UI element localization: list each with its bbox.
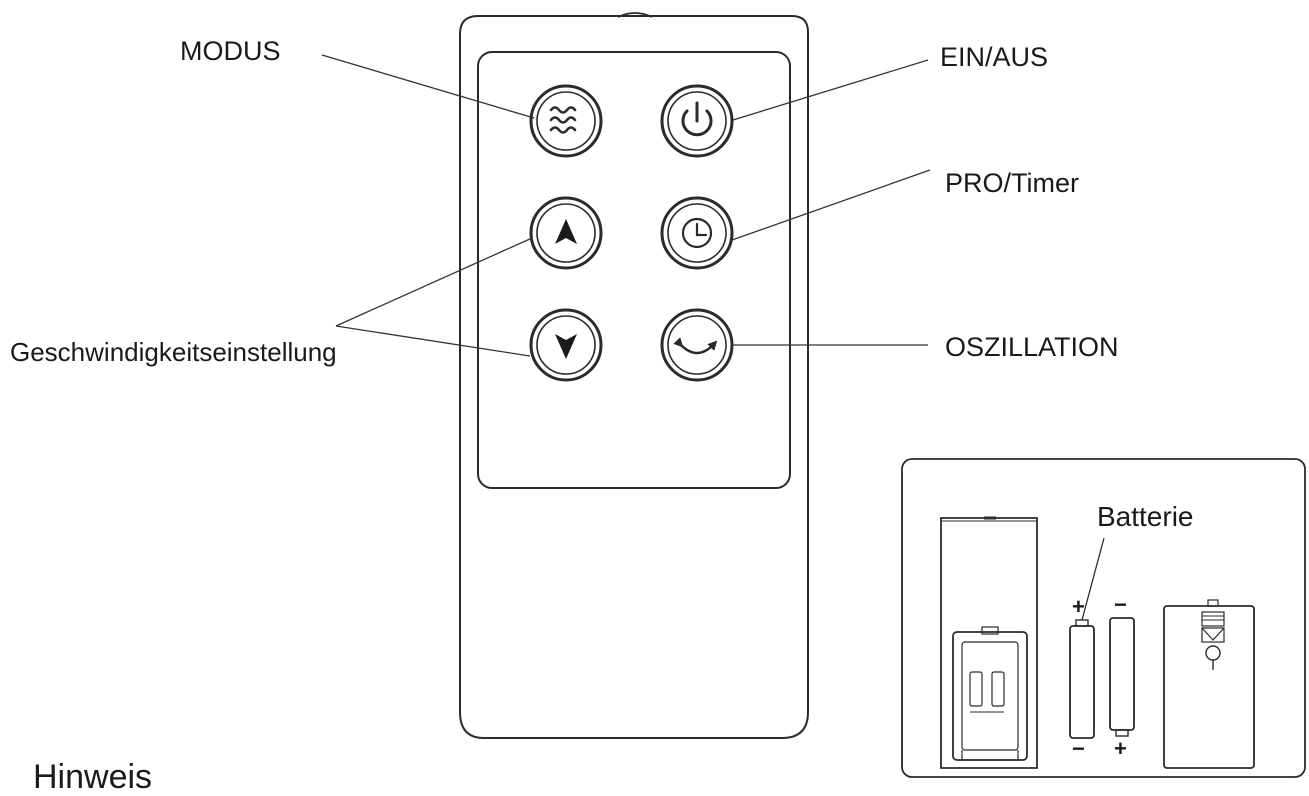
clock-icon: [681, 217, 713, 249]
arrow-up-icon: [555, 219, 577, 244]
minus-sign: −: [1072, 736, 1085, 761]
minus-sign: −: [1114, 592, 1127, 617]
battery-inset: [901, 458, 1306, 778]
plus-sign: +: [1072, 594, 1085, 619]
power-button[interactable]: [660, 84, 734, 158]
battery-cell-right: [1109, 617, 1135, 737]
speed-up-button[interactable]: [529, 196, 603, 270]
power-label: EIN/AUS: [940, 42, 1049, 72]
wave-icon: [549, 106, 577, 134]
plus-sign: +: [1114, 736, 1127, 761]
timer-button[interactable]: [660, 196, 734, 270]
battery-label: Batterie: [1097, 501, 1194, 532]
arrow-down-icon: [555, 334, 577, 359]
speed-setting-label: Geschwindigkeitseinstellung: [10, 337, 337, 367]
battery-cover: [1163, 599, 1255, 769]
mode-label: MODUS: [180, 36, 281, 66]
power-icon: [681, 101, 713, 137]
mode-button[interactable]: [529, 84, 603, 158]
speed-down-button[interactable]: [529, 308, 603, 382]
note-heading: Hinweis: [33, 758, 153, 796]
battery-leader-line: [1081, 537, 1105, 621]
battery-cell-left: [1069, 619, 1095, 739]
remote-body: [459, 12, 809, 739]
pro-timer-label: PRO/Timer: [945, 168, 1079, 198]
oscillation-button[interactable]: [660, 308, 734, 382]
oscillation-arrow-icon: [673, 337, 718, 355]
oscillation-label: OSZILLATION: [945, 332, 1119, 362]
remote-back-view: [940, 516, 1038, 769]
leader-lines: [321, 54, 931, 357]
